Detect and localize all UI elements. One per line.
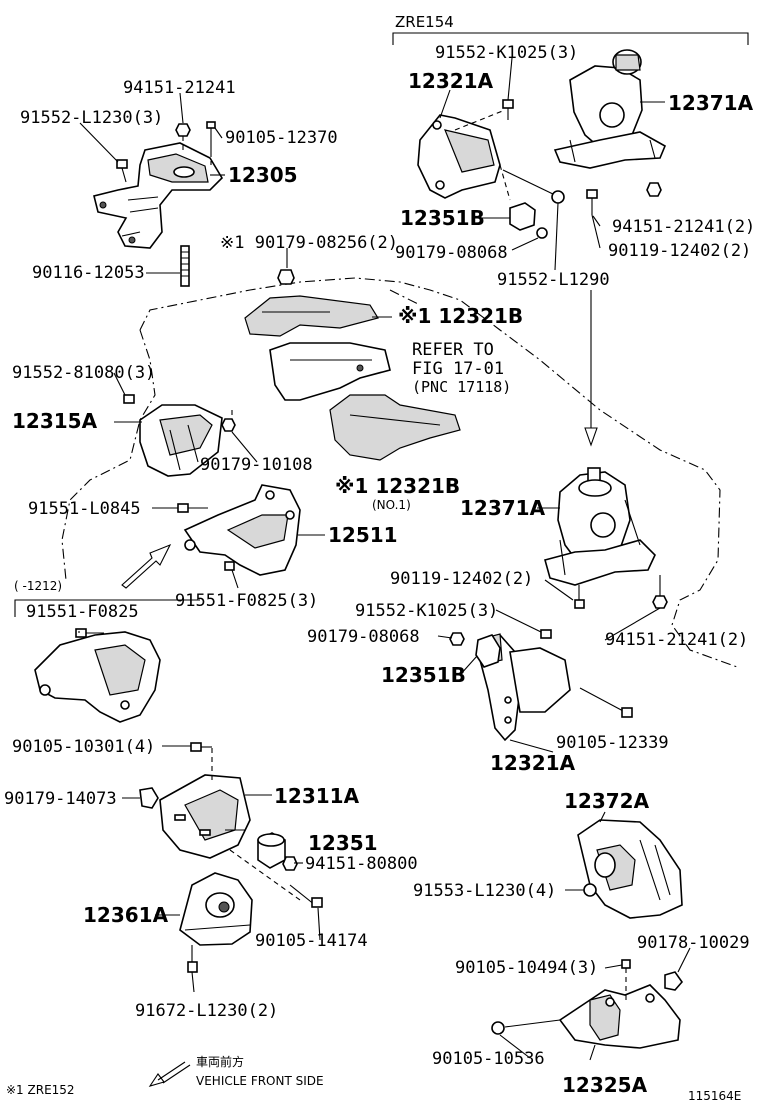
bracket-12321b-upper — [244, 269, 379, 337]
label-90105-10301: 90105-10301(4) — [12, 737, 155, 757]
label-12321b-upper: ※1 12321B — [398, 304, 523, 328]
mount-12371a-top — [553, 49, 667, 215]
label-90105-10494: 90105-10494(3) — [455, 958, 598, 978]
label-91551-l0845: 91551-L0845 — [28, 499, 141, 519]
label-90105-14174: 90105-14174 — [255, 931, 368, 951]
label-12511: 12511 — [328, 523, 398, 547]
bracket-12321a-top — [417, 99, 565, 239]
subframe-outline — [61, 277, 741, 669]
label-no1: (NO.1) — [372, 498, 411, 512]
engine-mount-12305 — [93, 142, 224, 249]
mount-12371a-mid — [544, 467, 668, 609]
label-12305: 12305 — [228, 163, 298, 187]
label-12321a-top: 12321A — [408, 69, 494, 93]
label-12372a: 12372A — [564, 789, 650, 813]
label-12351b-top: 12351B — [400, 206, 485, 230]
label-94151-21241-top: 94151-21241(2) — [612, 217, 755, 237]
direction-label-en: VEHICLE FRONT SIDE — [196, 1074, 324, 1088]
label-91552-k1025-mid: 91552-K1025(3) — [355, 601, 498, 621]
label-91551-f0825: 91551-F0825 — [26, 602, 139, 622]
bolt-90105-12370 — [206, 121, 216, 165]
bracket-12321a-mid — [449, 629, 633, 742]
bracket-12511 — [177, 484, 301, 576]
footnote-zre152: ※1 ZRE152 — [6, 1083, 75, 1097]
insulator-12351 — [229, 832, 301, 901]
label-12371a-mid: 12371A — [460, 496, 546, 520]
leader-lines — [78, 57, 691, 1061]
direction-label-jp: 車両前方 — [196, 1054, 244, 1069]
label-12325a: 12325A — [562, 1073, 648, 1097]
label-91551-f0825-3: 91551-F0825(3) — [175, 591, 318, 611]
label-refer-to: REFER TO — [412, 340, 494, 360]
label-12361a: 12361A — [83, 903, 169, 927]
plate-12321b-no1 — [329, 394, 461, 461]
label-90119-12402-top: 90119-12402(2) — [608, 241, 751, 261]
label-12351b-mid: 12351B — [381, 663, 466, 687]
label-12315a: 12315A — [12, 409, 98, 433]
vehicle-front-arrow-icon — [148, 1061, 191, 1087]
label-91552-k1025-top: 91552-K1025(3) — [435, 43, 578, 63]
bolt-91552-l1230 — [116, 159, 128, 183]
label-91552-81080: 91552-81080(3) — [12, 363, 155, 383]
label-90105-10536: 90105-10536 — [432, 1049, 545, 1069]
label-91552-l1230: 91552-L1230(3) — [20, 108, 163, 128]
label-12321a-mid: 12321A — [490, 751, 576, 775]
zre154-bracket: ZRE154 — [392, 13, 749, 45]
label-12371a-top: 12371A — [668, 91, 754, 115]
part-labels: 94151-21241 91552-L1230(3) 90105-12370 1… — [4, 43, 755, 1097]
label-94151-80800: 94151-80800 — [305, 854, 418, 874]
label-91552-l1290: 91552-L1290 — [497, 270, 610, 290]
mount-12361a — [179, 872, 323, 973]
label-fig-17-01: FIG 17-01 — [412, 359, 504, 379]
stud-90116-12053 — [180, 245, 190, 287]
mount-12372a — [577, 819, 683, 919]
label-12321b-no1: ※1 12321B — [335, 474, 460, 498]
bracket-12315a — [123, 394, 236, 477]
label-90105-12339: 90105-12339 — [556, 733, 669, 753]
label-12351: 12351 — [308, 831, 378, 855]
figure-id: 115164E — [688, 1089, 741, 1103]
label-12311a: 12311A — [274, 784, 360, 808]
label-90178-10029: 90178-10029 — [637, 933, 750, 953]
arrow-down — [584, 290, 598, 447]
label-91553-l1230: 91553-L1230(4) — [413, 881, 556, 901]
label-90179-08068-top: 90179-08068 — [395, 243, 508, 263]
bracket-refer-fig-17-01 — [269, 342, 391, 401]
footer: ※1 ZRE152 車両前方 VEHICLE FRONT SIDE 115164… — [6, 1054, 741, 1103]
bracket-12325a — [491, 959, 684, 1049]
variant-header: ZRE154 — [395, 13, 454, 31]
bracket-91551-f0825-group — [14, 599, 200, 723]
label-91672-l1230: 91672-L1230(2) — [135, 1001, 278, 1021]
nut-94151-21241 — [175, 123, 191, 150]
label-90105-12370: 90105-12370 — [225, 128, 338, 148]
label-90179-10108: 90179-10108 — [200, 455, 313, 475]
label-90179-14073: 90179-14073 — [4, 789, 117, 809]
label-90116-12053: 90116-12053 — [32, 263, 145, 283]
label-date-range: ( -1212) — [14, 579, 62, 593]
label-90179-08068-mid: 90179-08068 — [307, 627, 420, 647]
bracket-12311a — [139, 742, 251, 859]
label-94151-21241: 94151-21241 — [123, 78, 236, 98]
label-90179-08256: ※1 90179-08256(2) — [220, 233, 398, 253]
label-94151-21241-mid: 94151-21241(2) — [605, 630, 748, 650]
label-pnc-17118: (PNC 17118) — [412, 378, 511, 396]
arrow-to-12511 — [121, 543, 172, 589]
label-90119-12402-mid: 90119-12402(2) — [390, 569, 533, 589]
